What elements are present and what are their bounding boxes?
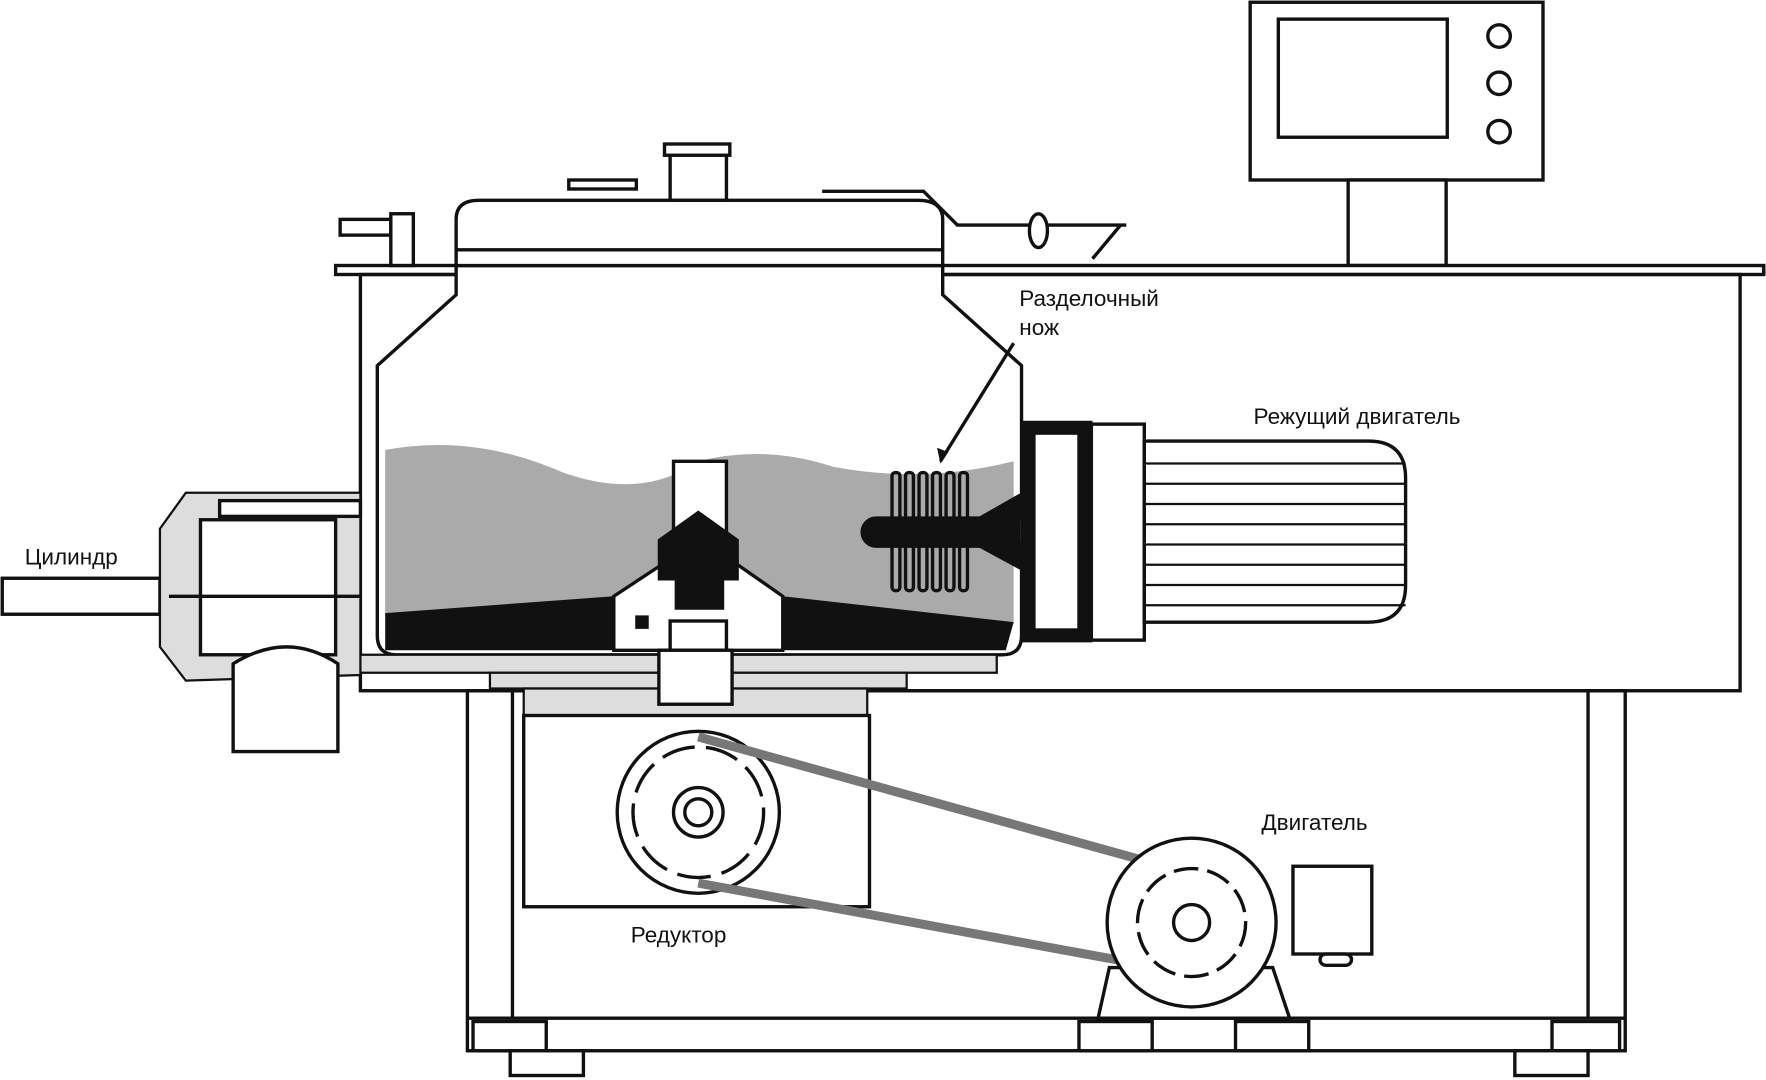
machine-cabinet <box>333 263 1766 1078</box>
control-panel <box>1248 0 1545 268</box>
label-cylinder: Цилиндр <box>25 545 118 570</box>
label-cutting-knife-1: Разделочный <box>1019 286 1159 311</box>
label-reducer: Редуктор <box>631 923 727 948</box>
reducer <box>522 713 872 909</box>
mixing-bowl <box>338 142 1127 717</box>
drive-belt <box>697 732 1207 975</box>
cylinder <box>0 491 363 754</box>
motor <box>1096 836 1374 1020</box>
label-motor: Двигатель <box>1261 810 1367 835</box>
label-cutting-motor: Режущий двигатель <box>1254 404 1461 429</box>
cutting-motor <box>1020 420 1408 643</box>
label-cutting-knife-2: нож <box>1019 315 1059 340</box>
